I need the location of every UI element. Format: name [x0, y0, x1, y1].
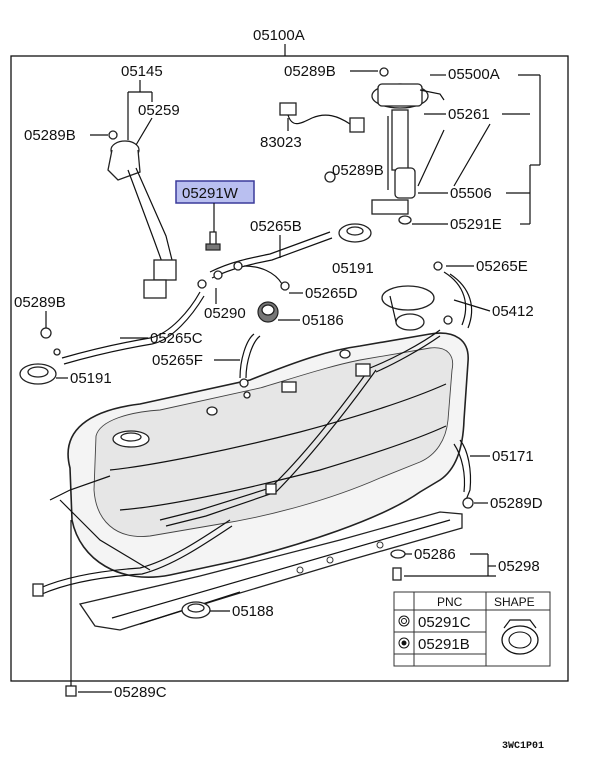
label-05289C[interactable]: 05289C	[114, 684, 167, 701]
label-05291W[interactable]: 05291W	[182, 185, 239, 202]
label-05289B-lower[interactable]: 05289B	[14, 294, 66, 311]
label-05289B-top[interactable]: 05289B	[284, 63, 336, 80]
clamp-shape-icon	[501, 619, 539, 655]
hose-05265B	[209, 231, 331, 273]
label-05286[interactable]: 05286	[414, 546, 456, 563]
bolt-05289D	[462, 497, 474, 509]
bolt-05291W	[205, 231, 221, 251]
label-05191-left[interactable]: 05191	[70, 370, 112, 387]
label-05506[interactable]: 05506	[450, 185, 492, 202]
washer-05286	[390, 549, 406, 559]
harness-83023	[279, 102, 365, 133]
diagram-frame	[10, 55, 569, 682]
legend-header-pnc: PNC	[437, 595, 463, 609]
label-83023[interactable]: 83023	[260, 134, 302, 151]
tank-strap	[49, 439, 472, 571]
legend-header-shape: SHAPE	[494, 595, 535, 609]
label-05259[interactable]: 05259	[138, 102, 180, 119]
label-05500A[interactable]: 05500A	[448, 66, 500, 83]
label-05100A[interactable]: 05100A	[253, 27, 305, 44]
label-05186[interactable]: 05186	[302, 312, 344, 329]
label-05145[interactable]: 05145	[121, 63, 163, 80]
label-05265C[interactable]: 05265C	[150, 330, 203, 347]
legend-row-05291C[interactable]: 05291C	[418, 614, 471, 631]
label-05188[interactable]: 05188	[232, 603, 274, 620]
label-05191-mid[interactable]: 05191	[332, 260, 374, 277]
hose-end	[32, 583, 44, 597]
label-05261[interactable]: 05261	[448, 106, 490, 123]
hose-05265F	[239, 333, 255, 379]
fuel-sender-05145	[107, 130, 177, 299]
label-05291E[interactable]: 05291E	[450, 216, 502, 233]
bolt-05298	[392, 567, 402, 581]
fuel-lines	[159, 271, 473, 527]
label-05265B[interactable]: 05265B	[250, 218, 302, 235]
label-05290[interactable]: 05290	[204, 305, 246, 322]
label-05265D[interactable]: 05265D	[305, 285, 358, 302]
label-05289D[interactable]: 05289D	[490, 495, 543, 512]
pump-module-05500A	[371, 67, 445, 215]
grommet-05186	[257, 301, 279, 323]
lock-ring-05191-left	[19, 327, 57, 385]
label-05265E[interactable]: 05265E	[476, 258, 528, 275]
highlight-box-05291W	[175, 180, 255, 204]
label-05171[interactable]: 05171	[492, 448, 534, 465]
lock-ring-05191-mid	[324, 171, 372, 243]
filler-hose	[39, 519, 231, 589]
protector-plate	[78, 511, 463, 631]
fuel-tank	[67, 332, 469, 578]
label-05289B-left[interactable]: 05289B	[24, 127, 76, 144]
hose-05265C	[61, 291, 201, 359]
label-05298[interactable]: 05298	[498, 558, 540, 575]
label-05265F[interactable]: 05265F	[152, 352, 203, 369]
label-05412[interactable]: 05412	[492, 303, 534, 320]
page-code: 3WC1P01	[502, 741, 544, 752]
legend-table: PNC SHAPE 05291C 05291B	[393, 591, 551, 667]
washer-05291E	[398, 215, 412, 225]
sub-pump-05412	[381, 261, 453, 331]
nut-05289C	[65, 685, 77, 697]
legend-row-05291B[interactable]: 05291B	[418, 636, 470, 653]
label-05289B-mid[interactable]: 05289B	[332, 162, 384, 179]
